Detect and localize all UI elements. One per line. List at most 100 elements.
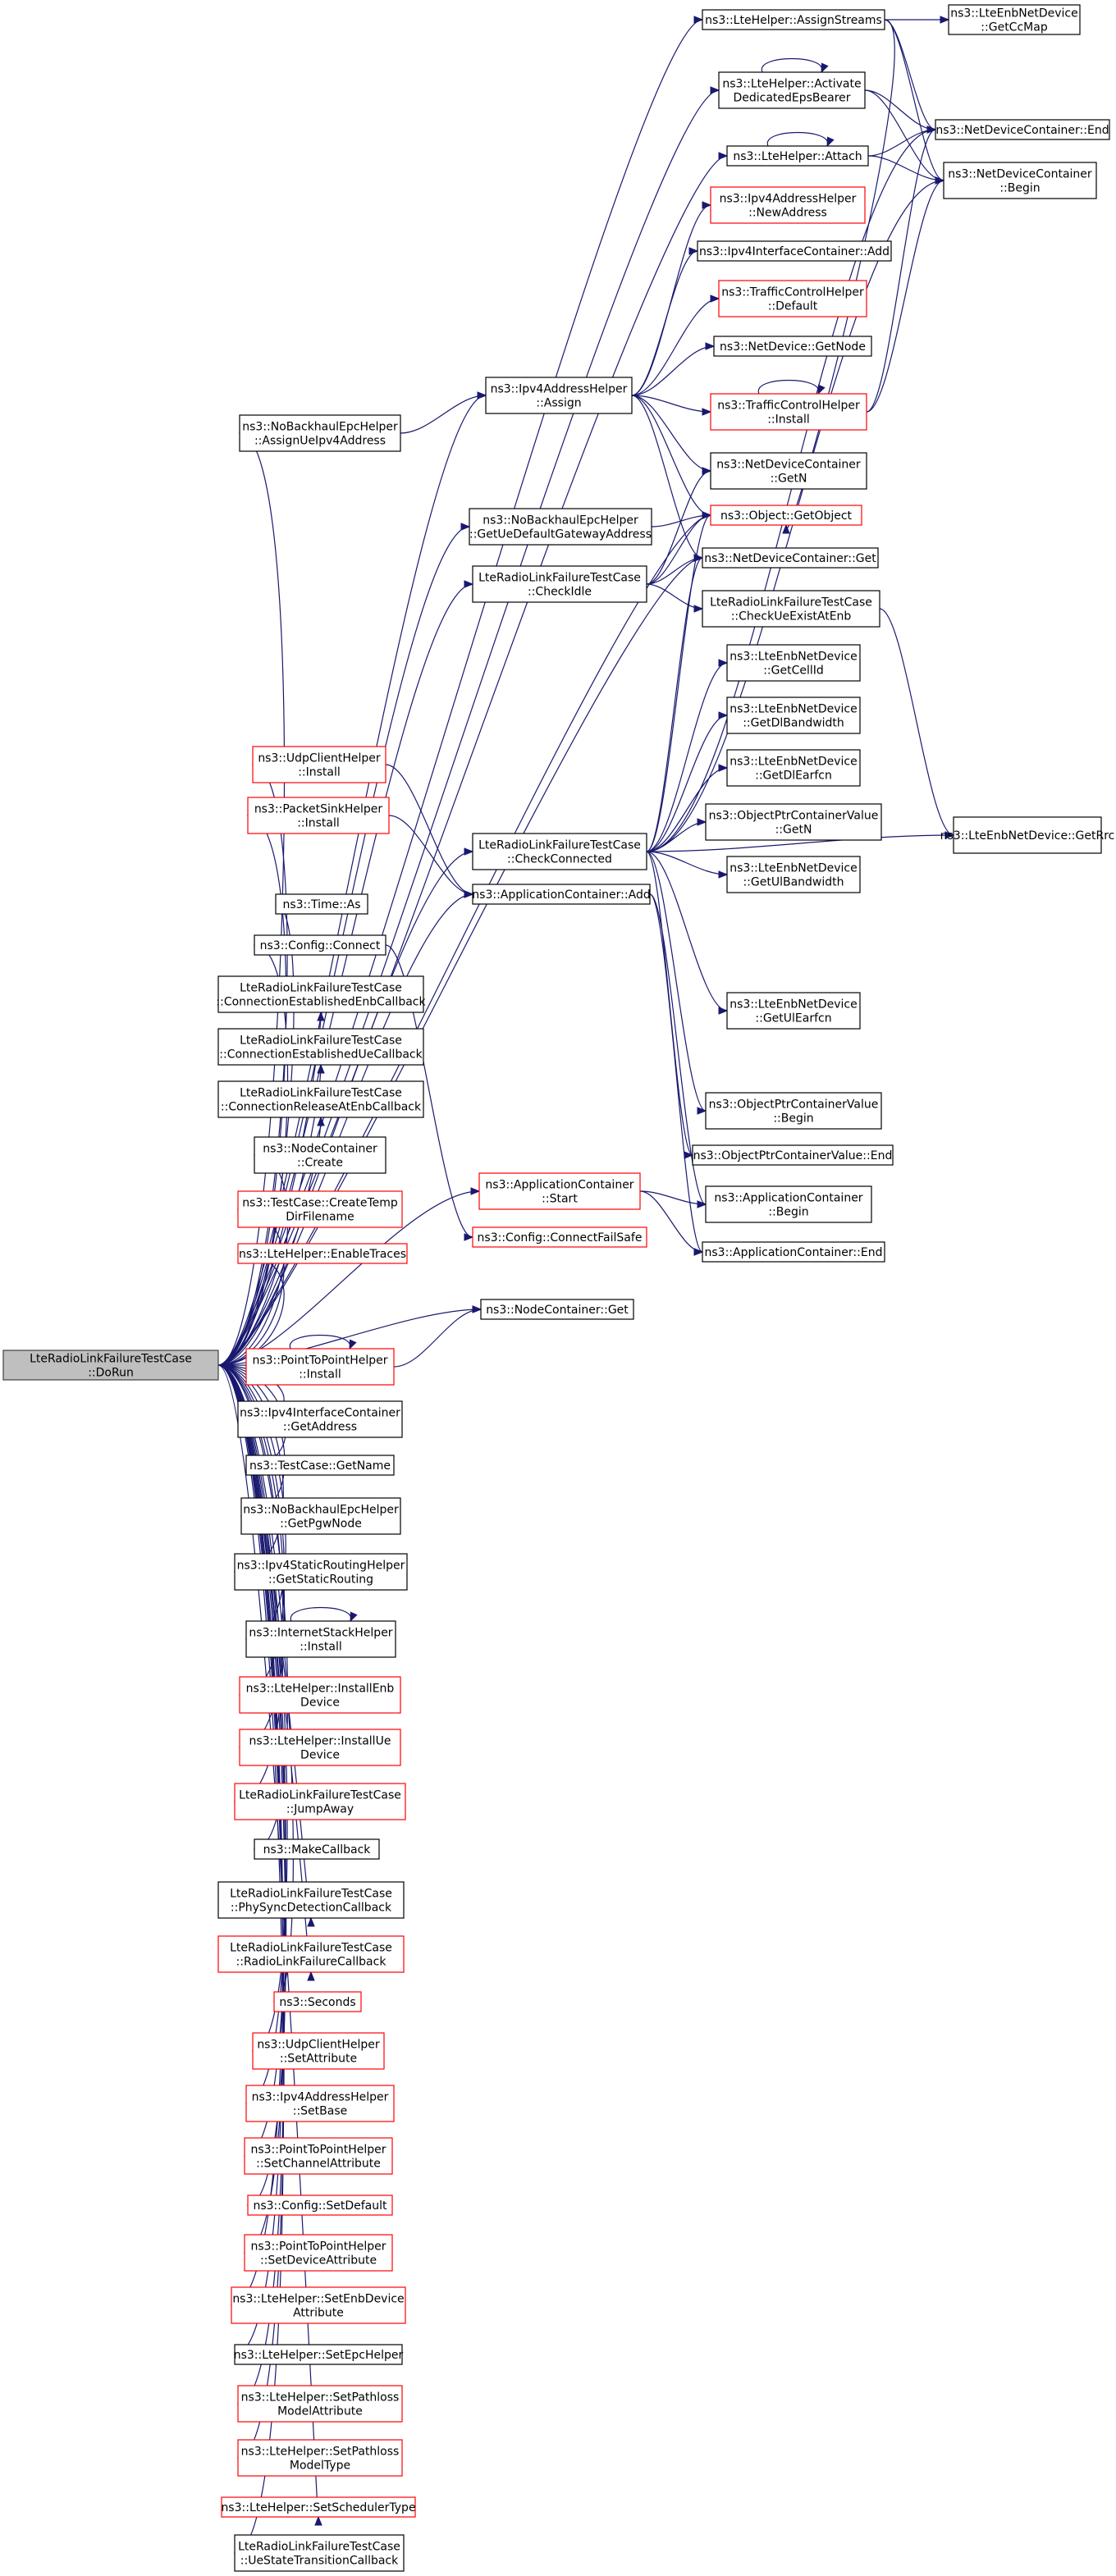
node-label: ns3::UdpClientHelper xyxy=(257,2039,380,2052)
node-label: ns3::ObjectPtrContainerValue xyxy=(709,1098,879,1112)
node-ndcGet[interactable]: ns3::NetDeviceContainer::Get xyxy=(702,547,879,569)
node-p2pSetChannel[interactable]: ns3::PointToPointHelper::SetChannelAttri… xyxy=(244,2137,393,2175)
node-label: ns3::NoBackhaulEpcHelper xyxy=(243,1504,399,1517)
node-setScheduler[interactable]: ns3::LteHelper::SetSchedulerType xyxy=(221,2496,416,2518)
node-box xyxy=(245,1348,395,1386)
node-ipv4SetBase[interactable]: ns3::Ipv4AddressHelper::SetBase xyxy=(245,2085,395,2122)
node-appcAdd[interactable]: ns3::ApplicationContainer::Add xyxy=(472,884,651,905)
node-connRelEnb[interactable]: LteRadioLinkFailureTestCase::ConnectionR… xyxy=(217,1080,424,1118)
node-activateDedicated[interactable]: ns3::LteHelper::ActivateDedicatedEpsBear… xyxy=(718,71,866,109)
node-ipv4Assign[interactable]: ns3::Ipv4AddressHelper::Assign xyxy=(485,377,633,414)
node-opcvEnd[interactable]: ns3::ObjectPtrContainerValue::End xyxy=(692,1144,894,1166)
node-opcvGetN[interactable]: ns3::ObjectPtrContainerValue::GetN xyxy=(705,803,882,841)
node-makeCallback[interactable]: ns3::MakeCallback xyxy=(254,1838,380,1860)
node-ueStateTransition[interactable]: LteRadioLinkFailureTestCase::UeStateTran… xyxy=(234,2534,405,2572)
node-newAddress[interactable]: ns3::Ipv4AddressHelper::NewAddress xyxy=(710,186,866,224)
node-box xyxy=(702,590,880,628)
node-label: ::DoRun xyxy=(88,1367,134,1380)
node-label: ::ConnectionReleaseAtEnbCallback xyxy=(221,1101,422,1114)
node-label: ns3::LteHelper::AssignStreams xyxy=(705,14,882,27)
node-getUlEarfcn[interactable]: ns3::LteEnbNetDevice::GetUlEarfcn xyxy=(726,992,861,1030)
node-ishInstall[interactable]: ns3::InternetStackHelper::Install xyxy=(245,1620,396,1658)
node-nodeGet[interactable]: ns3::NodeContainer::Get xyxy=(480,1299,634,1320)
node-box xyxy=(239,414,401,452)
edge-p2pInstall-to-nodeGet xyxy=(393,1305,483,1368)
node-getRrc[interactable]: ns3::LteEnbNetDevice::GetRrc xyxy=(940,816,1115,854)
node-rlfCallback[interactable]: LteRadioLinkFailureTestCase::RadioLinkFa… xyxy=(217,1935,405,1973)
edge-assignUeIpv4-to-ipv4Assign xyxy=(400,391,487,434)
node-configSetDefault[interactable]: ns3::Config::SetDefault xyxy=(247,2195,393,2216)
node-connEstUe[interactable]: LteRadioLinkFailureTestCase::ConnectionE… xyxy=(217,1028,424,1066)
node-getCellId[interactable]: ns3::LteEnbNetDevice::GetCellId xyxy=(726,644,861,682)
node-getDlBandwidth[interactable]: ns3::LteEnbNetDevice::GetDlBandwidth xyxy=(726,697,861,734)
node-ipv4icGetAddress[interactable]: ns3::Ipv4InterfaceContainer::GetAddress xyxy=(237,1400,403,1438)
edge-ishInstall-to-ishInstall xyxy=(290,1606,358,1623)
node-box xyxy=(231,2286,406,2324)
node-appcEnd[interactable]: ns3::ApplicationContainer::End xyxy=(702,1241,885,1263)
node-label: ::GetUeDefaultGatewayAddress xyxy=(469,528,652,541)
node-enableTraces[interactable]: ns3::LteHelper::EnableTraces xyxy=(237,1243,408,1264)
node-configConnect[interactable]: ns3::Config::Connect xyxy=(254,934,386,956)
node-p2pInstall[interactable]: ns3::PointToPointHelper::Install xyxy=(245,1348,395,1386)
node-getUlBandwidth[interactable]: ns3::LteEnbNetDevice::GetUlBandwidth xyxy=(726,856,861,893)
node-assignUeIpv4[interactable]: ns3::NoBackhaulEpcHelper::AssignUeIpv4Ad… xyxy=(239,414,401,452)
node-ndcGetN[interactable]: ns3::NetDeviceContainer::GetN xyxy=(710,452,867,490)
node-label: ns3::NetDevice::GetNode xyxy=(720,340,866,354)
node-ipv4icAdd[interactable]: ns3::Ipv4InterfaceContainer::Add xyxy=(697,240,892,262)
node-box xyxy=(237,1400,403,1438)
node-connectFailSafe[interactable]: ns3::Config::ConnectFailSafe xyxy=(472,1226,647,1248)
node-label: ::PhySyncDetectionCallback xyxy=(231,1902,392,1915)
node-getName[interactable]: ns3::TestCase::GetName xyxy=(245,1455,395,1476)
node-phySync[interactable]: LteRadioLinkFailureTestCase::PhySyncDete… xyxy=(217,1881,405,1919)
node-label: ::NewAddress xyxy=(748,207,827,220)
node-box xyxy=(234,2534,405,2572)
node-packetSinkInstall[interactable]: ns3::PacketSinkHelper::Install xyxy=(247,797,390,834)
node-checkIdle[interactable]: LteRadioLinkFailureTestCase::CheckIdle xyxy=(472,565,647,603)
node-box xyxy=(480,1299,634,1320)
node-nodeCreate[interactable]: ns3::NodeContainer::Create xyxy=(254,1136,386,1174)
node-label: ns3::LteHelper::SetPathloss xyxy=(241,2446,400,2459)
node-appcStart[interactable]: ns3::ApplicationContainer::Start xyxy=(478,1172,641,1210)
node-getUeDefaultGw[interactable]: ns3::NoBackhaulEpcHelper::GetUeDefaultGa… xyxy=(469,508,652,546)
edge-ipv4Assign-to-getNode xyxy=(631,342,716,396)
node-jumpAway[interactable]: LteRadioLinkFailureTestCase::JumpAway xyxy=(234,1783,406,1820)
node-box xyxy=(726,992,861,1030)
node-ndcBegin[interactable]: ns3::NetDeviceContainer::Begin xyxy=(943,162,1097,199)
node-assignStreams[interactable]: ns3::LteHelper::AssignStreams xyxy=(702,9,885,30)
edge-packetSinkInstall-to-appcAdd xyxy=(388,815,474,898)
node-attach[interactable]: ns3::LteHelper::Attach xyxy=(726,145,869,167)
node-tchDefault[interactable]: ns3::TrafficControlHelper::Default xyxy=(718,280,867,317)
node-udpClientInstall[interactable]: ns3::UdpClientHelper::Install xyxy=(252,746,386,783)
node-checkConnected[interactable]: LteRadioLinkFailureTestCase::CheckConnec… xyxy=(472,833,647,870)
node-label: ns3::NetDeviceContainer xyxy=(716,459,861,472)
node-tchInstall[interactable]: ns3::TrafficControlHelper::Install xyxy=(710,393,867,431)
node-box xyxy=(234,2344,403,2365)
node-setPathlossAttr[interactable]: ns3::LteHelper::SetPathlossModelAttribut… xyxy=(237,2385,403,2423)
node-appcBegin[interactable]: ns3::ApplicationContainer::Begin xyxy=(705,1185,872,1223)
node-label: Attribute xyxy=(293,2307,344,2320)
node-connEstEnb[interactable]: LteRadioLinkFailureTestCase::ConnectionE… xyxy=(216,975,426,1013)
node-p2pSetDevice[interactable]: ns3::PointToPointHelper::SetDeviceAttrib… xyxy=(244,2234,393,2272)
node-getStaticRouting[interactable]: ns3::Ipv4StaticRoutingHelper::GetStaticR… xyxy=(234,1553,408,1591)
node-label: ns3::Ipv4InterfaceContainer xyxy=(240,1407,400,1420)
node-box xyxy=(237,1190,403,1228)
node-setEpcHelper[interactable]: ns3::LteHelper::SetEpcHelper xyxy=(234,2344,404,2365)
node-timeAs[interactable]: ns3::Time::As xyxy=(275,893,368,915)
node-getCcMap[interactable]: ns3::LteEnbNetDevice::GetCcMap xyxy=(948,4,1081,35)
node-ndcEnd[interactable]: ns3::NetDeviceContainer::End xyxy=(935,119,1110,140)
node-label: ::GetAddress xyxy=(283,1421,357,1434)
node-getObject[interactable]: ns3::Object::GetObject xyxy=(710,505,862,526)
node-getPgwNode[interactable]: ns3::NoBackhaulEpcHelper::GetPgwNode xyxy=(240,1497,401,1535)
node-getNode[interactable]: ns3::NetDevice::GetNode xyxy=(713,336,872,357)
edge-activateDedicated-to-ndcBegin xyxy=(864,89,945,185)
node-udpSetAttr[interactable]: ns3::UdpClientHelper::SetAttribute xyxy=(252,2032,385,2070)
node-opcvBegin[interactable]: ns3::ObjectPtrContainerValue::Begin xyxy=(705,1092,882,1130)
node-checkUeExist[interactable]: LteRadioLinkFailureTestCase::CheckUeExis… xyxy=(702,590,880,628)
node-getDlEarfcn[interactable]: ns3::LteEnbNetDevice::GetDlEarfcn xyxy=(726,749,861,787)
node-seconds[interactable]: ns3::Seconds xyxy=(273,1991,362,2012)
